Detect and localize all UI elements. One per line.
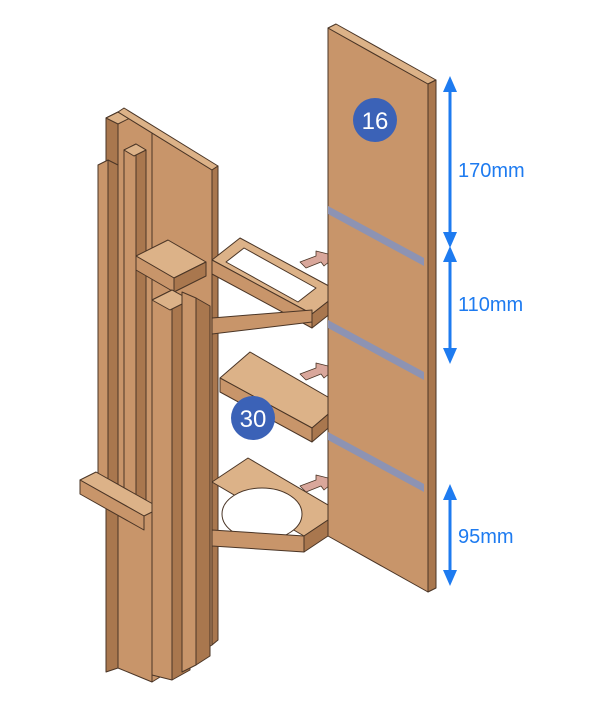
insert-arrows <box>299 250 337 493</box>
left-assembly <box>79 107 219 683</box>
dim-label-top: 170mm <box>458 160 525 182</box>
badge-shelf-circle <box>231 396 275 440</box>
dimension-labels: 170mm 110mm 95mm <box>458 160 525 548</box>
front-stile-face <box>151 289 173 681</box>
front-stile-2-face <box>181 291 197 673</box>
dim-arrowhead-middle-up <box>443 246 457 262</box>
bottom-shelf-front <box>211 529 305 553</box>
dim-arrowhead-middle-down <box>443 348 457 364</box>
badge-side-panel-circle <box>353 98 397 142</box>
dim-arrowhead-top-down <box>443 232 457 248</box>
badge-side-panel: 16 <box>353 98 397 142</box>
bottom-ring-shelf <box>211 457 341 553</box>
top-frame-lower-front <box>211 309 313 335</box>
slat-2-face <box>123 143 137 505</box>
slat-2-side <box>135 143 147 506</box>
front-stile-2-side <box>195 297 211 666</box>
slat-2-top <box>123 143 147 157</box>
back-board-edge <box>211 165 219 646</box>
dim-arrowhead-top-up <box>443 76 457 92</box>
dimension-arrows <box>443 76 457 586</box>
top-frame-shelf <box>211 237 341 335</box>
side-panel-edge <box>427 79 437 593</box>
badge-side-panel-number: 16 <box>362 108 389 135</box>
dim-arrowhead-bottom-down <box>443 570 457 586</box>
badge-shelf: 30 <box>231 396 275 440</box>
slat-1-side <box>107 159 119 496</box>
dado-bottom <box>328 432 424 492</box>
dim-arrowhead-bottom-up <box>443 484 457 500</box>
shelves <box>211 237 341 553</box>
rail-front <box>79 479 145 531</box>
upper-block-side <box>173 261 207 293</box>
badge-shelf-number: 30 <box>240 406 267 433</box>
dim-label-bottom: 95mm <box>458 526 514 548</box>
dim-label-middle: 110mm <box>458 294 523 316</box>
side-panel <box>327 23 437 593</box>
top-frame-opening <box>225 247 317 303</box>
slat-1-face <box>97 159 109 493</box>
dado-middle <box>328 320 424 380</box>
dado-top <box>328 206 424 266</box>
